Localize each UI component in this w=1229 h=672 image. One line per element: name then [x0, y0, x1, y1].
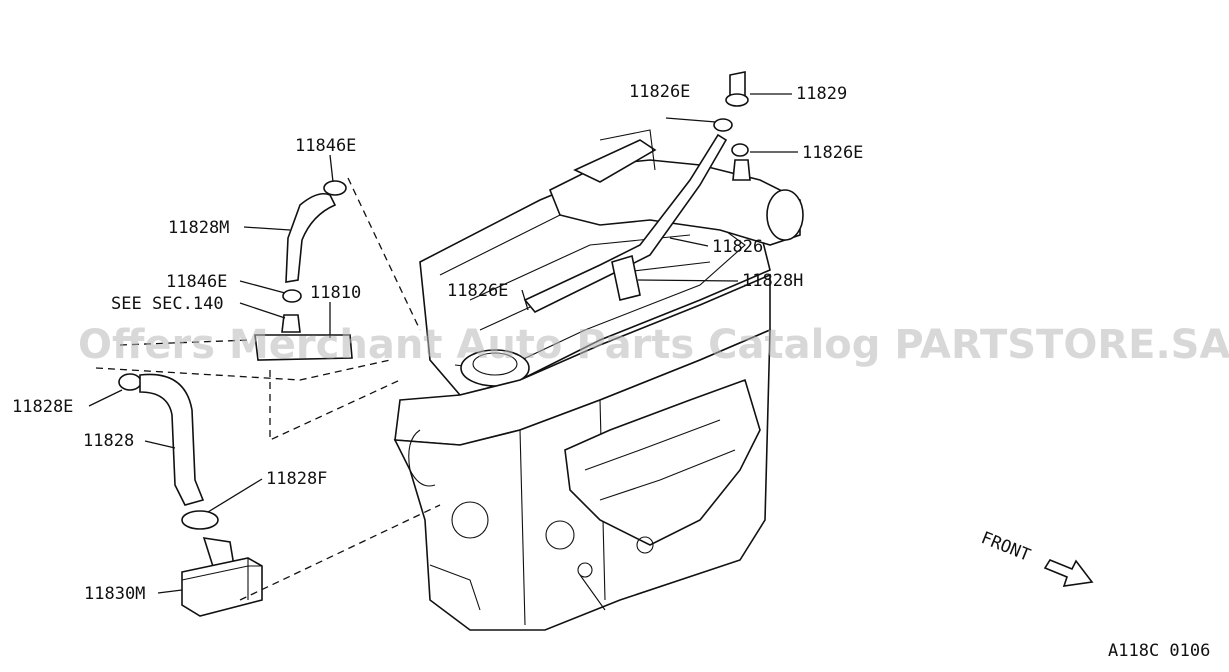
drawing-code: A118C 0106 [1108, 641, 1210, 661]
engine-assembly [393, 129, 804, 631]
callout-11828m: 11828M [168, 218, 229, 238]
callout-11828f: 11828F [266, 469, 327, 489]
watermark-text: Offers Merchant Auto Parts Catalog PARTS… [78, 322, 1229, 368]
front-direction-indicator: FRONT [978, 528, 1094, 587]
callout-11830m: 11830M [84, 584, 145, 604]
pcv-hose-system [95, 177, 441, 617]
callout-11826e-right: 11826E [802, 143, 863, 163]
callout-labels: 11846E 11828M 11846E SEE SEC.140 11810 1… [12, 82, 863, 604]
callout-11810: 11810 [310, 283, 361, 303]
callout-see-sec-140: SEE SEC.140 [111, 294, 224, 314]
callout-11828h: 11828H [742, 271, 803, 291]
callout-11828: 11828 [83, 431, 134, 451]
callout-11826: 11826 [712, 237, 763, 257]
leader-lines [88, 93, 798, 594]
callout-11826e-center: 11826E [447, 281, 508, 301]
upper-fittings [713, 71, 751, 181]
oil-separator [181, 557, 263, 617]
callout-11846e-lower: 11846E [166, 272, 227, 292]
callout-11829: 11829 [796, 84, 847, 104]
front-arrow-icon [1043, 559, 1094, 587]
front-label: FRONT [978, 528, 1033, 566]
callout-11828e: 11828E [12, 397, 73, 417]
callout-11846e-top: 11846E [295, 136, 356, 156]
callout-11826e-top: 11826E [629, 82, 690, 102]
